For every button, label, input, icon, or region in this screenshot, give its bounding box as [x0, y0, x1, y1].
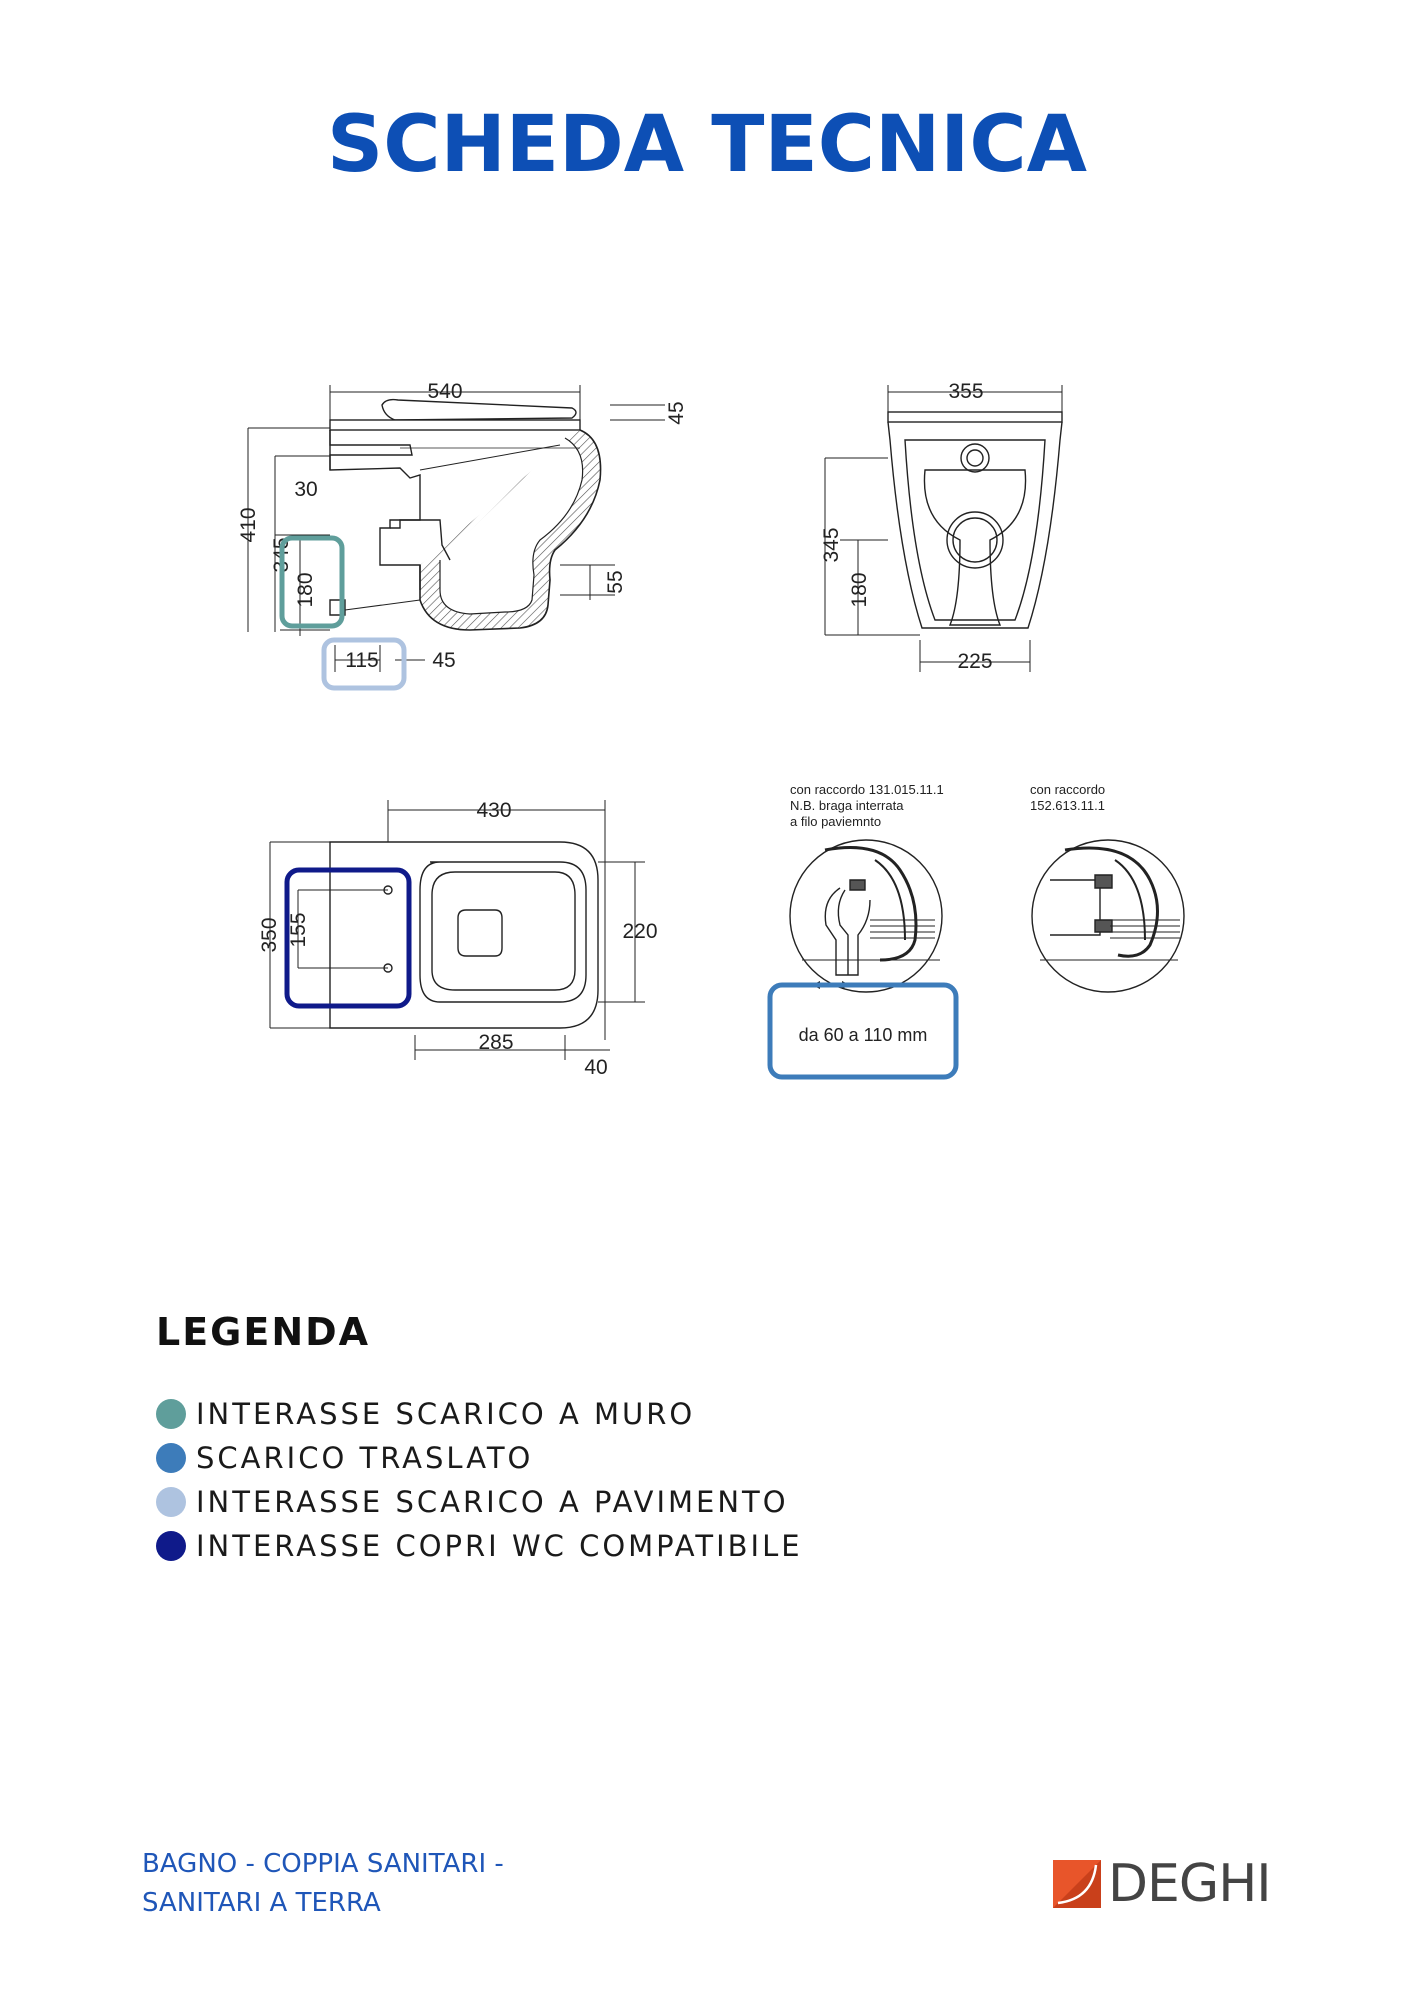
detail2-drawing — [1031, 839, 1185, 993]
detail1-note-line3: a filo paviemnto — [790, 814, 881, 829]
dim-285: 285 — [478, 1031, 513, 1054]
footer-line-2: SANITARI A TERRA — [142, 1888, 381, 1918]
dim-115: 115 — [345, 649, 378, 672]
detail1-note-line2: N.B. braga interrata — [790, 798, 904, 813]
dim-45-bottom: 45 — [432, 649, 455, 672]
legend-item-floor-drain: INTERASSE SCARICO A PAVIMENTO — [156, 1480, 803, 1524]
top-view-drawing — [269, 800, 645, 1060]
dim-40: 40 — [584, 1056, 607, 1079]
legend-dot-blue — [156, 1443, 186, 1473]
dim-220: 220 — [622, 920, 657, 943]
legend-title: LEGENDA — [156, 1310, 371, 1354]
footer-category: BAGNO - COPPIA SANITARI - SANITARI A TER… — [142, 1845, 504, 1923]
dim-355: 355 — [948, 380, 983, 403]
legend-label: SCARICO TRASLATO — [196, 1441, 534, 1475]
legend-dot-navy — [156, 1531, 186, 1561]
legend-label: INTERASSE COPRI WC COMPATIBILE — [196, 1529, 803, 1563]
logo-text: DEGHI — [1108, 1854, 1272, 1914]
legend-item-wall-drain: INTERASSE SCARICO A MURO — [156, 1392, 803, 1436]
front-view-drawing — [824, 385, 1063, 672]
dim-180-side: 180 — [294, 572, 317, 607]
detail1-drawing — [789, 839, 943, 993]
dim-430: 430 — [476, 799, 511, 822]
legend-item-offset-drain: SCARICO TRASLATO — [156, 1436, 803, 1480]
dim-350: 350 — [258, 917, 281, 952]
footer-line-1: BAGNO - COPPIA SANITARI - — [142, 1849, 504, 1879]
dim-45-top: 45 — [665, 401, 688, 424]
dim-540: 540 — [427, 380, 462, 403]
page-title: SCHEDA TECNICA — [327, 100, 1087, 190]
logo-mark-icon — [1053, 1860, 1101, 1908]
legend-list: INTERASSE SCARICO A MURO SCARICO TRASLAT… — [156, 1392, 803, 1568]
seat-cover-highlight — [284, 867, 412, 1009]
floor-drain-highlight — [321, 637, 407, 691]
legend-dot-light-blue — [156, 1487, 186, 1517]
detail2-note-line2: 152.613.11.1 — [1030, 798, 1105, 813]
dim-155: 155 — [287, 912, 310, 947]
dim-180-front: 180 — [848, 572, 871, 607]
detail1-range: da 60 a 110 mm — [799, 1025, 928, 1045]
dim-55: 55 — [604, 570, 627, 593]
legend-item-seat-cover: INTERASSE COPRI WC COMPATIBILE — [156, 1524, 803, 1568]
dim-30: 30 — [294, 478, 317, 501]
brand-logo: DEGHI — [1052, 1854, 1272, 1914]
legend-label: INTERASSE SCARICO A MURO — [196, 1397, 696, 1431]
side-view-drawing — [247, 385, 665, 672]
wall-drain-highlight — [279, 535, 345, 629]
detail2-note-line1: con raccordo — [1030, 782, 1105, 797]
offset-drain-highlight — [767, 982, 959, 1080]
legend-dot-teal — [156, 1399, 186, 1429]
dim-345-front: 345 — [820, 527, 843, 562]
dim-410: 410 — [237, 507, 260, 542]
legend-label: INTERASSE SCARICO A PAVIMENTO — [196, 1485, 789, 1519]
dim-225: 225 — [957, 650, 992, 673]
detail1-note-line1: con raccordo 131.015.11.1 — [790, 782, 944, 797]
